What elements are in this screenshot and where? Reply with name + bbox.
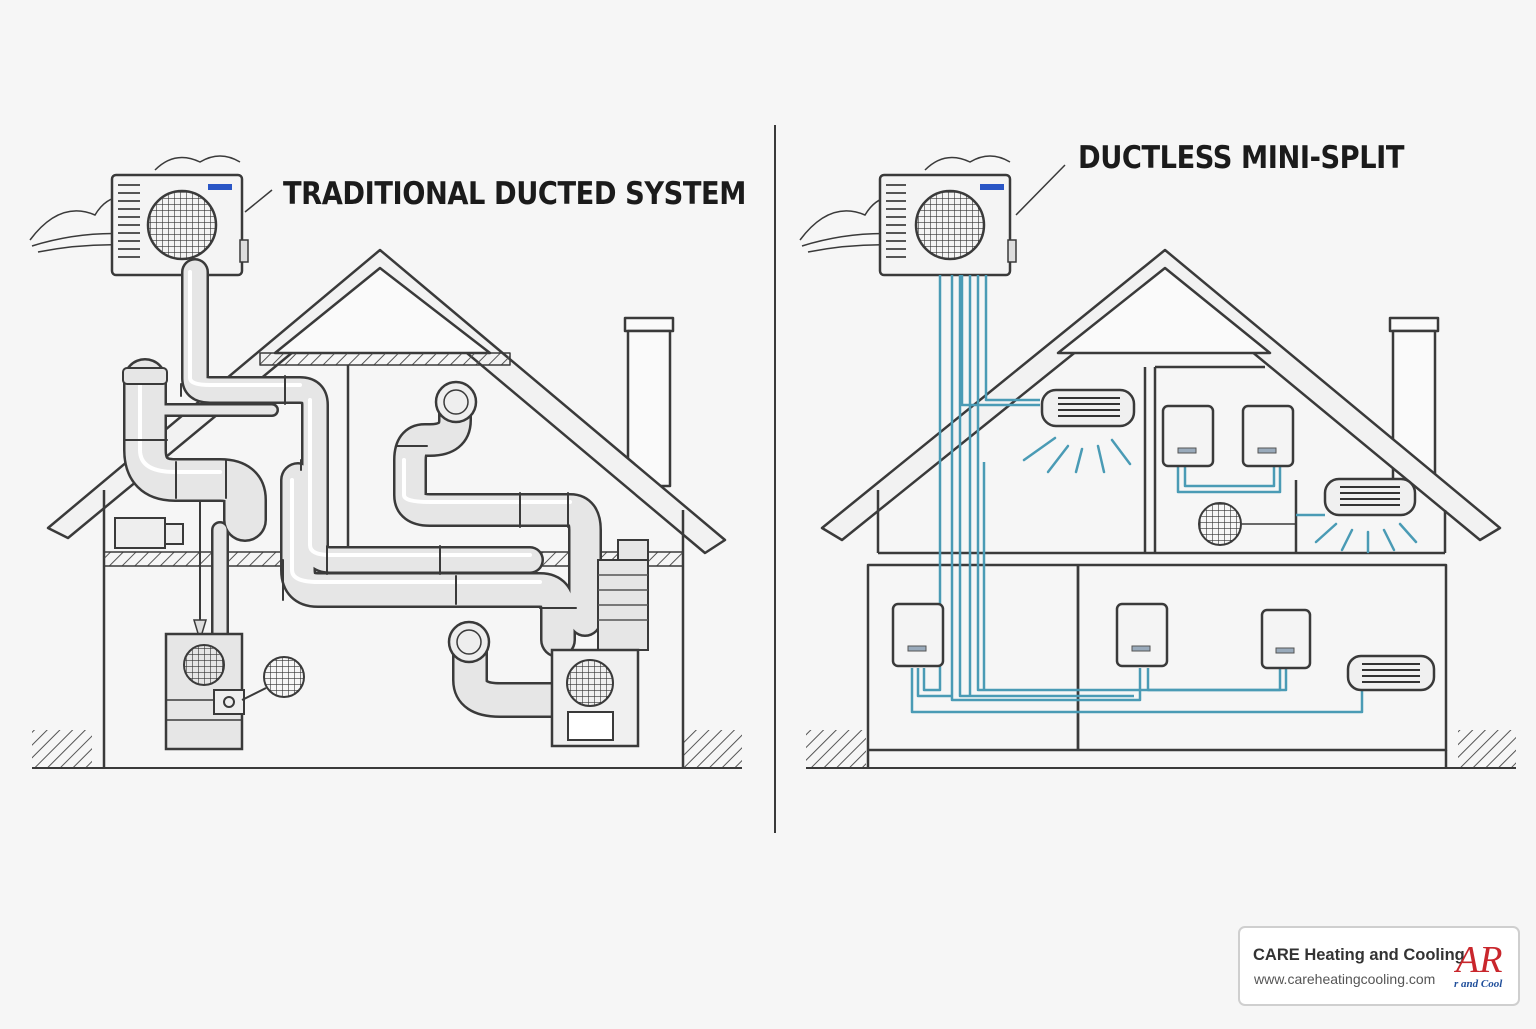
left-air-handler: [550, 539, 649, 748]
airflow-marks: [1022, 436, 1418, 554]
left-furnace: [164, 500, 305, 751]
left-attic-unit: [114, 517, 184, 549]
company-url: www.careheatingcooling.com: [1254, 971, 1436, 987]
left-ductwork: [122, 258, 602, 718]
company-name: CARE Heating and Cooling: [1253, 946, 1465, 964]
left-ground: [32, 730, 742, 769]
left-callout-line: [244, 189, 273, 213]
logo-letters: AR: [1456, 939, 1503, 981]
right-outdoor-unit: [878, 173, 1017, 277]
company-badge: CARE Heating and Cooling www.careheating…: [1238, 926, 1520, 1006]
company-logo: AR r and Cool: [1454, 938, 1518, 1000]
left-panel: [29, 155, 742, 769]
right-callout-line: [1015, 164, 1066, 216]
title-traditional-ducted: TRADITIONAL DUCTED SYSTEM: [283, 176, 746, 212]
title-ductless-mini-split: DUCTLESS MINI-SPLIT: [1078, 140, 1405, 176]
right-fan-grille: [1198, 502, 1296, 546]
right-panel: [799, 155, 1516, 769]
left-outdoor-unit: [110, 173, 249, 277]
right-ground: [806, 730, 1516, 769]
logo-subtext: r and Cool: [1454, 978, 1503, 990]
thermostat-panels: [891, 404, 1312, 670]
refrigerant-lines: [910, 275, 1364, 714]
indoor-wall-units: [1040, 388, 1436, 692]
